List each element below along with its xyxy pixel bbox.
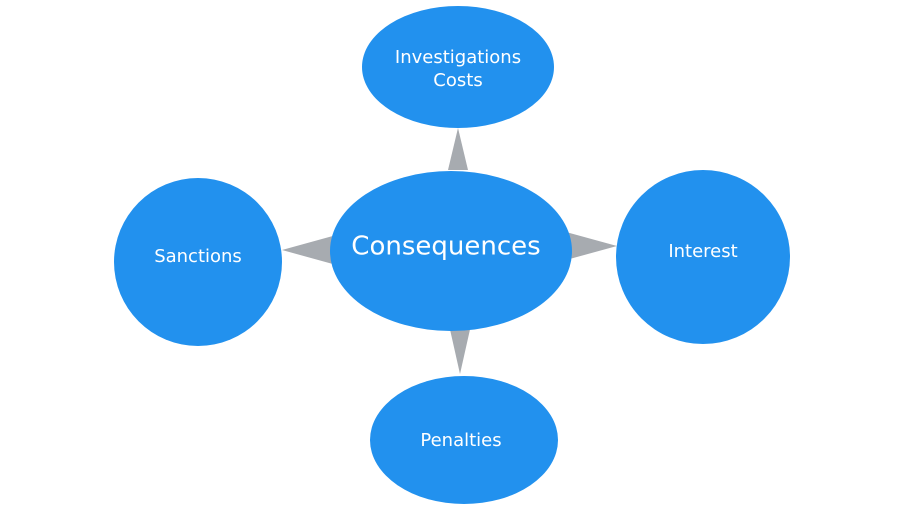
arrow-right	[566, 232, 617, 260]
arrow-up	[448, 128, 468, 170]
node-bottom-ellipse	[370, 376, 558, 504]
node-left-ellipse	[114, 178, 282, 346]
arrow-down	[449, 325, 471, 374]
node-left-label: Sanctions	[154, 246, 242, 267]
center-node-ellipse	[330, 171, 572, 331]
node-top-label-line1: Investigations	[395, 47, 521, 68]
node-top-label-line2: Costs	[433, 70, 482, 91]
node-right-label: Interest	[668, 241, 737, 262]
center-node-label: Consequences	[351, 232, 540, 262]
node-top-ellipse	[362, 6, 554, 128]
arrow-left	[282, 234, 340, 266]
node-bottom-label: Penalties	[420, 430, 501, 451]
node-right-ellipse	[616, 170, 790, 344]
